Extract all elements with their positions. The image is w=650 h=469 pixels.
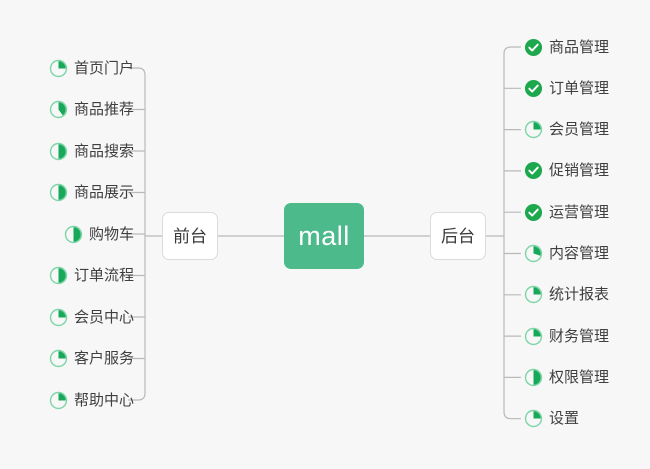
- progress-pie-icon: [524, 120, 543, 139]
- leaf-item-label: 财务管理: [549, 327, 610, 345]
- leaf-item-label: 促销管理: [549, 162, 610, 180]
- leaf-item-label: 首页门户: [73, 59, 134, 77]
- leaf-item[interactable]: 订单管理: [524, 76, 609, 100]
- progress-pie-icon: [49, 142, 68, 160]
- progress-pie-icon: [49, 100, 68, 119]
- leaf-item[interactable]: 会员中心: [49, 305, 134, 329]
- leaf-item-label: 商品推荐: [73, 101, 134, 118]
- leaf-item-label: 设置: [549, 410, 580, 428]
- leaf-item[interactable]: 运营管理: [524, 200, 609, 224]
- leaf-item-label: 购物车: [88, 225, 134, 243]
- leaf-item[interactable]: 帮助中心: [49, 388, 134, 412]
- check-circle-icon: [524, 79, 543, 97]
- center-node-mall[interactable]: mall: [284, 203, 364, 269]
- progress-pie-icon: [49, 266, 68, 285]
- leaf-item[interactable]: 权限管理: [524, 365, 609, 389]
- leaf-item[interactable]: 内容管理: [524, 242, 609, 266]
- branch-node-back-label: 后台: [441, 226, 475, 246]
- branch-node-front-label: 前台: [173, 226, 207, 246]
- leaf-item[interactable]: 首页门户: [49, 56, 134, 80]
- branch-node-front[interactable]: 前台: [162, 212, 218, 260]
- progress-pie-icon: [524, 327, 543, 345]
- leaf-item[interactable]: 购物车: [64, 222, 134, 246]
- leaf-item[interactable]: 财务管理: [524, 324, 609, 348]
- center-node-label: mall: [298, 220, 350, 251]
- leaf-item-label: 客户服务: [73, 350, 134, 367]
- leaf-item-label: 帮助中心: [73, 391, 134, 409]
- progress-pie-icon: [49, 59, 68, 77]
- leaf-item-label: 会员管理: [549, 121, 610, 139]
- progress-pie-icon: [49, 308, 68, 326]
- progress-pie-icon: [49, 183, 68, 202]
- progress-pie-icon: [524, 244, 543, 263]
- leaf-item[interactable]: 促销管理: [524, 159, 609, 183]
- branch-node-back[interactable]: 后台: [430, 212, 486, 260]
- leaf-item[interactable]: 商品展示: [49, 181, 134, 205]
- leaf-item[interactable]: 客户服务: [49, 347, 134, 371]
- progress-pie-icon: [49, 349, 68, 368]
- check-circle-icon: [524, 203, 543, 221]
- leaf-item-label: 商品展示: [73, 184, 134, 201]
- leaf-item-label: 运营管理: [549, 203, 610, 221]
- leaf-item[interactable]: 商品搜索: [49, 139, 134, 163]
- progress-pie-icon: [524, 409, 543, 428]
- progress-pie-icon: [49, 391, 68, 409]
- right-spine: [503, 46, 521, 420]
- leaf-item-label: 统计报表: [549, 286, 610, 304]
- progress-pie-icon: [524, 286, 543, 304]
- progress-pie-icon: [524, 368, 543, 387]
- leaf-item-label: 商品管理: [549, 38, 610, 56]
- leaf-item[interactable]: 设置: [524, 407, 579, 431]
- leaf-item-label: 商品搜索: [73, 142, 134, 160]
- leaf-item[interactable]: 统计报表: [524, 283, 609, 307]
- leaf-item[interactable]: 商品管理: [524, 35, 609, 59]
- check-circle-icon: [524, 162, 543, 180]
- leaf-item[interactable]: 订单流程: [49, 264, 134, 288]
- leaf-item-label: 会员中心: [73, 308, 134, 326]
- check-circle-icon: [524, 38, 543, 56]
- leaf-item-label: 订单管理: [549, 79, 610, 97]
- leaf-item-label: 内容管理: [549, 245, 610, 262]
- leaf-item[interactable]: 商品推荐: [49, 98, 134, 122]
- leaf-item-label: 订单流程: [73, 267, 134, 284]
- progress-pie-icon: [64, 225, 83, 243]
- leaf-item-label: 权限管理: [549, 368, 610, 386]
- leaf-item[interactable]: 会员管理: [524, 118, 609, 142]
